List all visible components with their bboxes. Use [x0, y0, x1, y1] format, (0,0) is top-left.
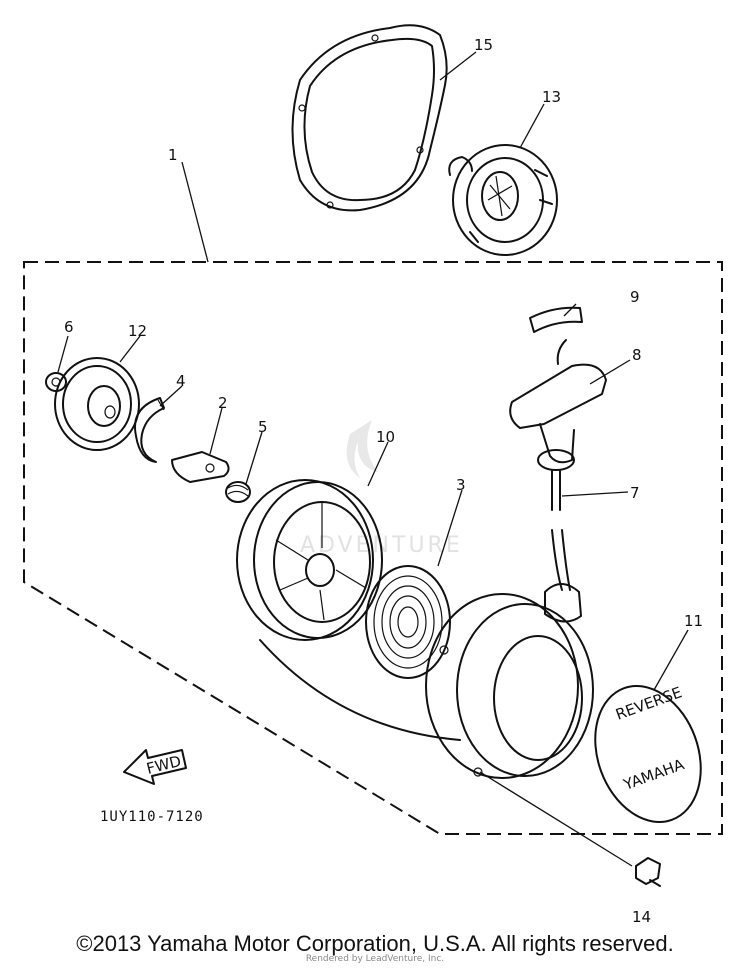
part-13-pulley — [448, 144, 558, 256]
drawing-code: 1UY110-7120 — [100, 809, 204, 825]
part-label-12: 12 — [128, 322, 147, 340]
part-10-sheave-drum — [236, 479, 383, 641]
part-label-14: 14 — [632, 908, 651, 926]
rendered-by-notice: Rendered by LeadVenture, Inc. — [305, 954, 445, 964]
part-11-emblem: REVERSE YAMAHA — [594, 683, 702, 823]
part-label-10: 10 — [376, 428, 395, 446]
part-label-6: 6 — [64, 318, 74, 336]
part-3-recoil-spring — [365, 565, 451, 679]
part-label-3: 3 — [456, 476, 466, 494]
part-label-5: 5 — [258, 418, 268, 436]
part-7-rope — [259, 469, 571, 741]
part-9-cap — [529, 306, 583, 333]
copyright-notice: ©2013 Yamaha Motor Corporation, U.S.A. A… — [76, 931, 674, 956]
part-label-2: 2 — [218, 394, 228, 412]
part-label-13: 13 — [542, 88, 561, 106]
fwd-arrow-icon: FWD — [123, 749, 187, 785]
part-label-15: 15 — [474, 36, 493, 54]
part-label-1: 1 — [168, 146, 178, 164]
fwd-label: FWD — [145, 752, 183, 778]
part-label-9: 9 — [630, 288, 640, 306]
part-12-drive-plate — [54, 357, 140, 451]
part-8-handle — [509, 339, 607, 471]
emblem-text-brand: YAMAHA — [620, 755, 687, 794]
part-label-4: 4 — [176, 372, 186, 390]
part-label-8: 8 — [632, 346, 642, 364]
part-2-pawl — [171, 451, 230, 483]
part-label-11: 11 — [684, 612, 703, 630]
part-14-screw — [635, 857, 661, 887]
part-5-spring — [225, 481, 251, 503]
leader-lines — [57, 51, 689, 867]
starter-case — [425, 583, 594, 779]
part-15-gasket — [291, 24, 448, 212]
part-label-7: 7 — [630, 484, 640, 502]
